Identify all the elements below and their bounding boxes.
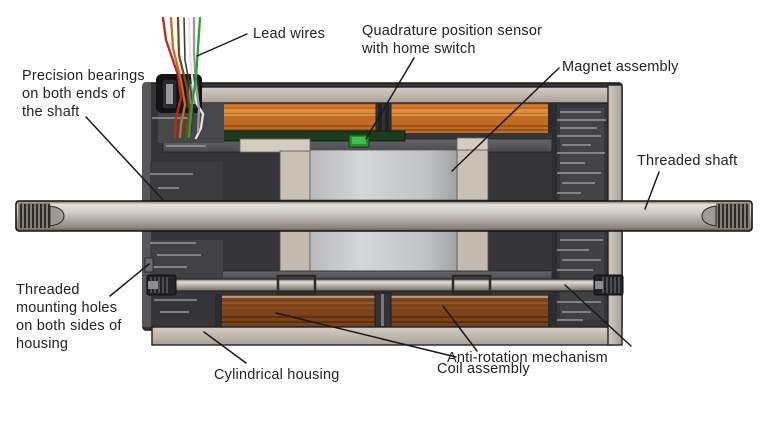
upper-carriage (239, 137, 489, 201)
label-precision-bearings-1: Precision bearings (22, 68, 145, 84)
left-cap-panel (150, 162, 223, 200)
shaft-right-thread-tip (701, 205, 717, 227)
leader-magnet-assembly (451, 67, 560, 172)
shaft-right-threads (718, 204, 748, 228)
lower-coil-right-bracket (548, 294, 555, 327)
label-mounting-holes-3: on both sides of (16, 318, 122, 334)
carriage-beige-column (456, 149, 489, 201)
mounting-hole (144, 257, 154, 273)
shaft-right-thread-zone (716, 203, 750, 229)
label-anti-rotation: Anti-rotation mechanism (447, 350, 608, 366)
leader-lead-wires (196, 33, 248, 57)
threaded-shaft-group (15, 200, 753, 232)
wire-white (187, 16, 205, 140)
magnet-assembly-lower (309, 229, 458, 273)
rod-clip (276, 274, 317, 296)
leader-threaded-shaft (644, 171, 660, 210)
label-cylindrical-housing: Cylindrical housing (214, 367, 340, 383)
divider-highlight (381, 294, 384, 326)
rod-nut-collar (595, 281, 603, 289)
anti-rotation-rod (159, 278, 613, 292)
label-mounting-holes-2: mounting holes (16, 300, 117, 316)
label-quadrature-sensor-1: Quadrature position sensor (362, 23, 542, 39)
label-mounting-holes-4: housing (16, 336, 68, 352)
label-threaded-shaft: Threaded shaft (637, 153, 737, 169)
wire-green (187, 16, 202, 139)
leader-coil-left (275, 312, 457, 358)
leader-coil-right (442, 305, 478, 352)
rod-clip (451, 274, 492, 296)
magnet-assembly-upper (309, 149, 458, 201)
rod-right-nut (593, 274, 624, 296)
lower-coil-left-bracket (215, 294, 222, 327)
leader-cylindrical-housing (203, 331, 247, 364)
divider-bolt-strip (385, 103, 389, 132)
wire-black (183, 17, 194, 134)
shaft-left-threads (20, 204, 50, 228)
upper-coil-right-bracket (548, 103, 555, 133)
leader-quadrature-sensor (365, 57, 415, 140)
right-cap-panel (560, 108, 604, 200)
label-quadrature-sensor-2: with home switch (361, 41, 476, 57)
housing-top-wall (156, 86, 613, 104)
carriage-beige-column (456, 230, 489, 273)
rod-left-nut (146, 274, 177, 296)
lead-wires (161, 16, 205, 140)
wire-orange (169, 16, 187, 139)
label-coil-assembly: Coil assembly (437, 361, 530, 377)
leader-anti-rotation (564, 284, 632, 347)
rod-nut-collar (148, 281, 158, 289)
callout-labels: Precision bearings on both ends of the s… (16, 23, 737, 383)
label-lead-wires: Lead wires (253, 26, 325, 42)
carriage-beige-flat (239, 138, 311, 153)
lower-coil-assembly (215, 292, 555, 328)
carriage-beige-column (279, 230, 311, 273)
wire-brown (176, 16, 192, 140)
leader-mounting-holes (109, 263, 150, 297)
housing-bottom-wall (151, 326, 613, 346)
lower-carriage (212, 229, 553, 281)
wire-red (161, 16, 183, 139)
threaded-shaft (15, 200, 753, 232)
leader-lines (85, 33, 660, 364)
shaft-left-thread-tip (49, 205, 65, 227)
position-sensor-face (352, 137, 366, 144)
label-precision-bearings-3: the shaft (22, 104, 79, 120)
label-mounting-holes-1: Threaded (16, 282, 80, 298)
carriage-beige-column (279, 150, 311, 201)
divider-bolt-strip (378, 103, 382, 132)
label-precision-bearings-2: on both ends of (22, 86, 126, 102)
grommet-bobbin-core (166, 84, 173, 104)
left-cap-machining-streaks (150, 117, 206, 313)
leader-precision-bearings (85, 116, 165, 202)
label-magnet-assembly: Magnet assembly (562, 59, 679, 75)
anti-rotation-rod-assembly (146, 274, 624, 296)
